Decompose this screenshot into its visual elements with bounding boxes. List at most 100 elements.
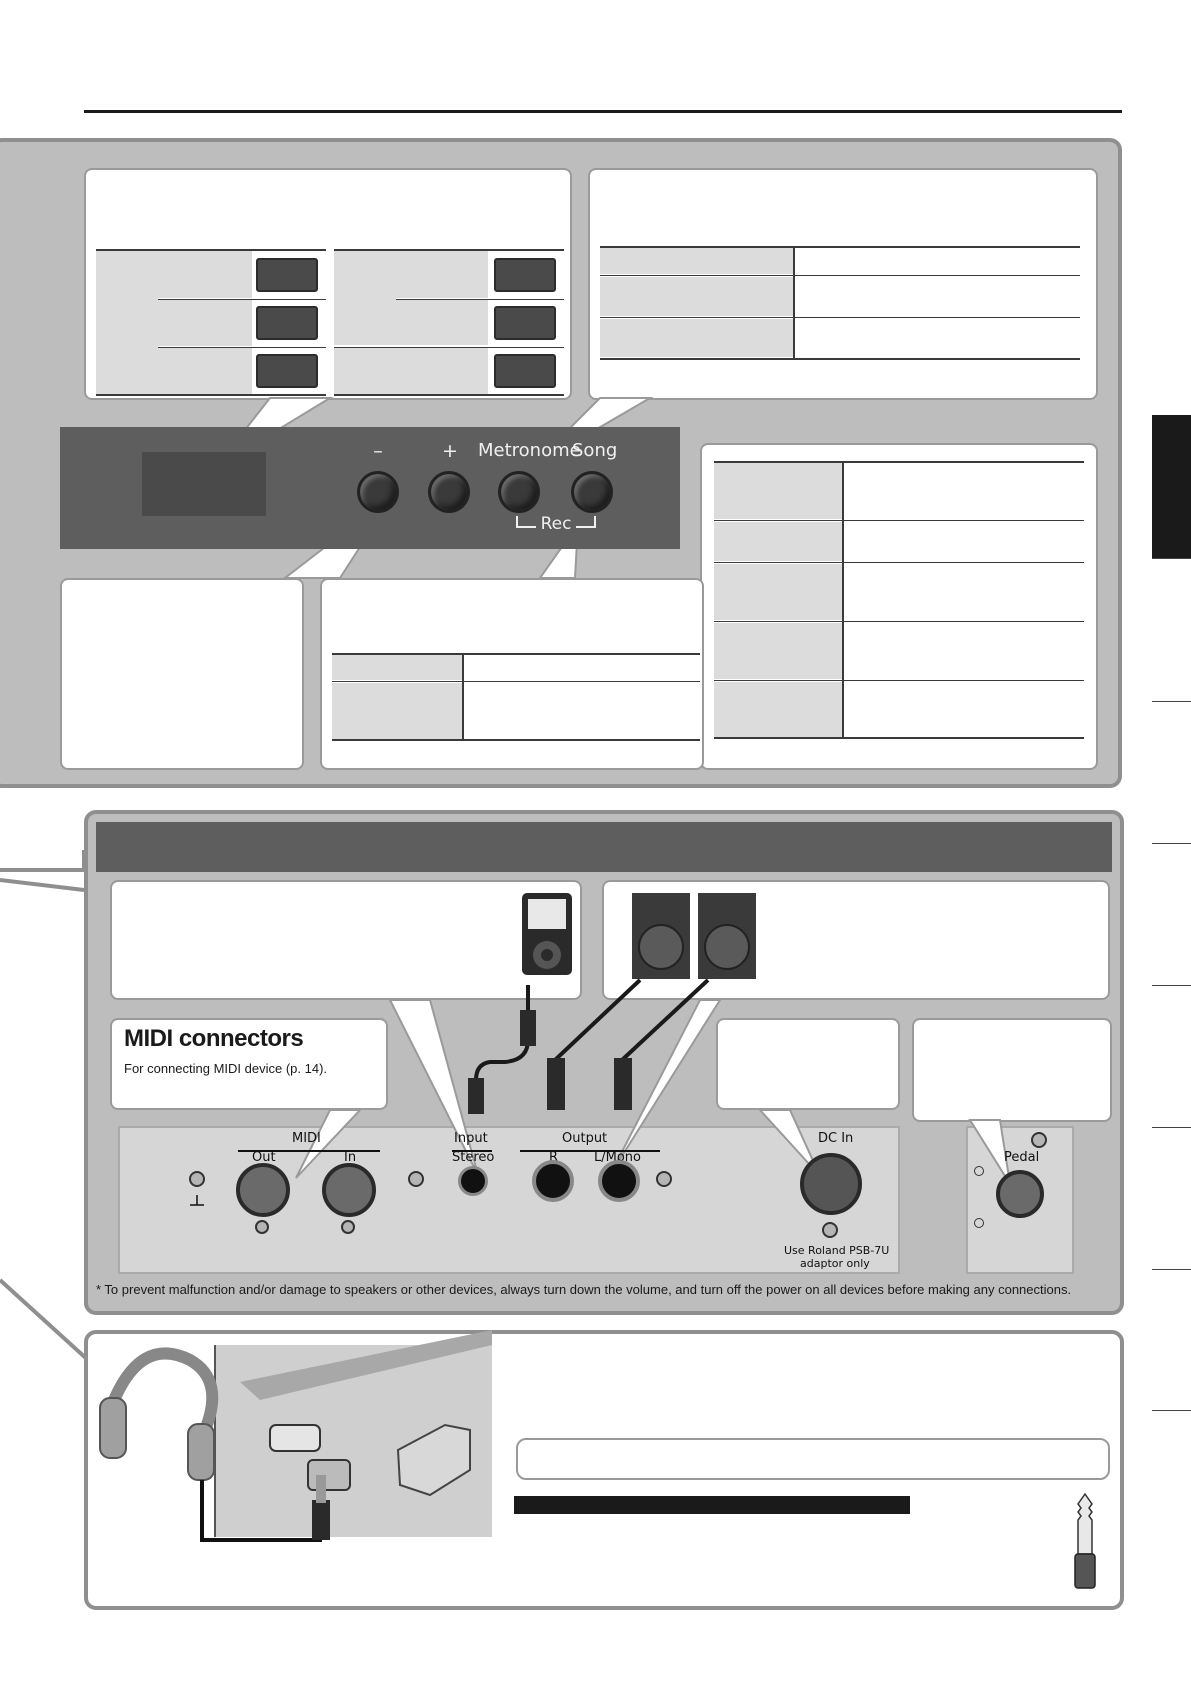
- song-label: Song: [572, 440, 618, 461]
- table-cell: [334, 251, 396, 345]
- pedal-hole: [974, 1218, 984, 1228]
- header-rule: [84, 110, 1122, 113]
- volume-callout-card: [60, 578, 304, 770]
- side-tab-active[interactable]: [1152, 415, 1191, 558]
- plus-label: +: [442, 440, 458, 462]
- connection-illustration: [190, 893, 1011, 1206]
- side-tab-4[interactable]: [1152, 843, 1191, 985]
- table-cell: [334, 348, 488, 394]
- table-cell: [714, 564, 842, 620]
- metronome-label: Metronome: [478, 440, 581, 461]
- table-rule: [334, 249, 564, 251]
- side-tab-6[interactable]: [1152, 1127, 1191, 1269]
- display-indicator: [494, 258, 556, 292]
- midi-out-label: Out: [252, 1150, 276, 1165]
- output-l-mono-label: L/Mono: [594, 1150, 641, 1165]
- display-screen: [142, 452, 266, 516]
- table-rule: [332, 739, 700, 741]
- table-cell: [600, 248, 793, 274]
- table-cell: [396, 300, 488, 345]
- table-cell: [332, 683, 462, 739]
- output-l-mono-jack[interactable]: [598, 1160, 640, 1202]
- stereo-plug-icon: [1074, 1492, 1096, 1589]
- dc-in-callout-card: [716, 1018, 900, 1110]
- display-indicator: [256, 306, 318, 340]
- headphones-illustration: [99, 1330, 492, 1542]
- minus-button[interactable]: [357, 471, 399, 513]
- pedal-label: Pedal: [1004, 1150, 1040, 1165]
- table-divider: [842, 463, 844, 737]
- table-rule: [600, 246, 1080, 248]
- table-rule: [600, 275, 1080, 276]
- panel-screw: [656, 1171, 672, 1187]
- table-rule: [334, 394, 564, 396]
- input-label: Input: [454, 1131, 488, 1146]
- midi-in-label: In: [344, 1150, 357, 1165]
- pedal-callout-card: [912, 1018, 1112, 1122]
- output-label: Output: [562, 1131, 608, 1146]
- side-tab-2[interactable]: [1152, 558, 1191, 701]
- hook-callout-card: [516, 1438, 1110, 1480]
- table-divider: [793, 248, 795, 358]
- table-rule: [96, 394, 326, 396]
- display-indicator: [256, 354, 318, 388]
- side-tab-5[interactable]: [1152, 985, 1191, 1127]
- display-indicator: [494, 306, 556, 340]
- side-tab-3[interactable]: [1152, 701, 1191, 843]
- adaptor-label-2: adaptor only: [800, 1257, 870, 1270]
- table-rule: [158, 347, 326, 348]
- display-indicator: [256, 258, 318, 292]
- metronome-button[interactable]: [498, 471, 540, 513]
- table-cell: [158, 348, 252, 394]
- table-rule: [334, 347, 564, 348]
- minus-label: –: [373, 440, 383, 462]
- table-rule: [158, 299, 326, 300]
- table-rule: [714, 737, 1084, 739]
- table-rule: [396, 299, 564, 300]
- adaptor-label-1: Use Roland PSB-7U: [784, 1244, 890, 1257]
- table-rule: [600, 358, 1080, 360]
- input-callout-card: [110, 880, 582, 1000]
- table-cell: [158, 300, 252, 346]
- midi-callout-card: [110, 1018, 388, 1110]
- midi-out-jack[interactable]: [236, 1163, 290, 1217]
- side-tab-7[interactable]: [1152, 1269, 1191, 1411]
- table-cell: [714, 522, 842, 561]
- input-stereo-jack[interactable]: [458, 1166, 488, 1196]
- output-r-label: R: [549, 1150, 559, 1165]
- table-rule: [332, 653, 700, 655]
- table-rule: [714, 680, 1084, 681]
- panel-screw: [822, 1222, 838, 1238]
- warning-bar: [514, 1496, 910, 1514]
- table-rule: [714, 562, 1084, 563]
- table-cell: [714, 463, 842, 519]
- stereo-label: Stereo: [452, 1150, 495, 1165]
- table-cell: [600, 319, 793, 357]
- panel-screw: [408, 1171, 424, 1187]
- table-rule: [96, 249, 326, 251]
- rec-label: Rec: [536, 514, 576, 534]
- midi-in-jack[interactable]: [322, 1163, 376, 1217]
- table-divider: [462, 655, 464, 739]
- display-indicator: [494, 354, 556, 388]
- table-cell: [714, 623, 842, 679]
- connection-warning-note: * To prevent malfunction and/or damage t…: [96, 1282, 1072, 1297]
- plus-button[interactable]: [428, 471, 470, 513]
- output-r-jack[interactable]: [532, 1160, 574, 1202]
- pedal-jack[interactable]: [996, 1170, 1044, 1218]
- table-cell: [714, 682, 842, 737]
- table-rule: [332, 681, 700, 682]
- table-cell: [332, 655, 462, 680]
- midi-title: MIDI connectors: [124, 1025, 304, 1052]
- song-button[interactable]: [571, 471, 613, 513]
- table-rule: [714, 520, 1084, 521]
- panel-screw: [341, 1220, 355, 1234]
- ground-screw: [189, 1171, 205, 1187]
- table-rule: [600, 317, 1080, 318]
- midi-label: MIDI: [292, 1131, 321, 1146]
- dc-in-jack[interactable]: [800, 1153, 862, 1215]
- panel-screw: [255, 1220, 269, 1234]
- table-cell: [396, 251, 488, 298]
- section-leader-lines: [0, 850, 90, 1362]
- dc-in-label: DC In: [818, 1131, 854, 1146]
